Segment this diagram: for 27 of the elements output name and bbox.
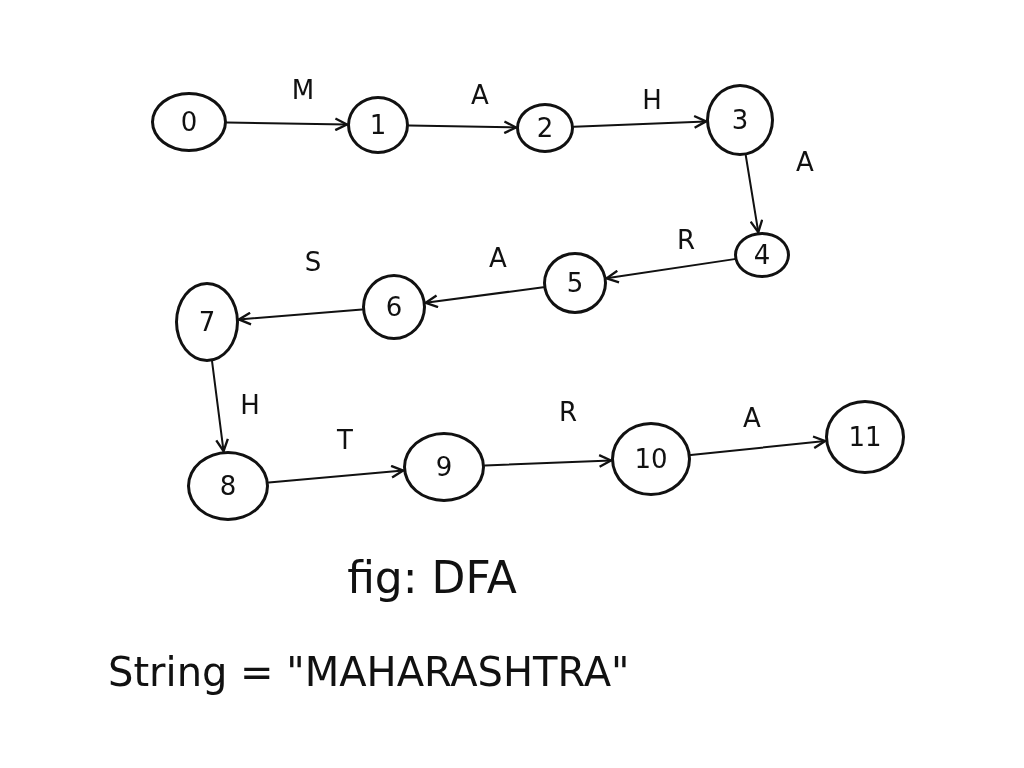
state-circle — [516, 103, 574, 153]
state-label: 11 — [848, 424, 882, 450]
state-label: 9 — [435, 454, 453, 480]
state-label: 1 — [369, 112, 387, 138]
figure-caption: fig: DFA — [347, 551, 517, 605]
arrow — [483, 454, 613, 468]
arrow — [408, 120, 518, 135]
note-text: String = "MAHARASHTRA" — [108, 648, 630, 696]
arrow — [744, 154, 764, 234]
arrow — [211, 360, 229, 453]
state-label: 4 — [753, 242, 771, 268]
arrow — [267, 464, 405, 484]
arrow — [689, 435, 827, 456]
arrow — [424, 286, 545, 309]
arrow — [237, 308, 364, 326]
state-label: 8 — [219, 473, 237, 499]
state-label: 2 — [536, 115, 554, 141]
arrow — [226, 117, 349, 132]
state-label: 5 — [566, 270, 584, 296]
arrow — [605, 258, 736, 284]
state-label: 6 — [385, 294, 403, 320]
state-label: 0 — [180, 109, 198, 135]
state-circle — [734, 232, 790, 278]
state-label: 3 — [731, 107, 749, 133]
state-label: 10 — [634, 446, 668, 472]
state-label: 7 — [198, 309, 216, 335]
arrow — [572, 114, 708, 129]
